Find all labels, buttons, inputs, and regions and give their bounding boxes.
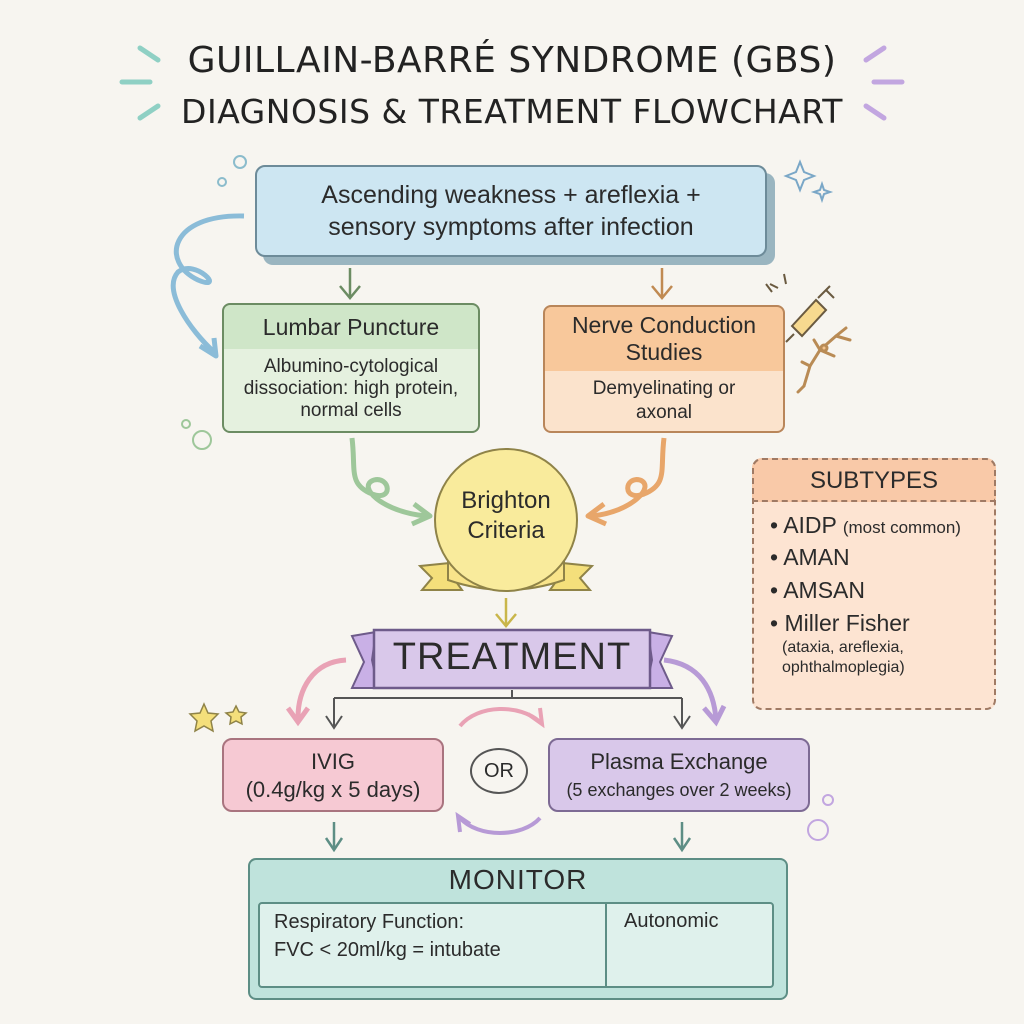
blue-swirl-arrow [170, 213, 245, 354]
symptoms-line-1: Ascending weakness + areflexia + [321, 181, 701, 209]
miller-fisher-note-2: ophthalmoplegia) [782, 659, 905, 676]
presenting-symptoms-box: Ascending weakness + areflexia + sensory… [255, 165, 767, 257]
arrows-to-monitor [324, 822, 692, 853]
subtype-amsan-name: AMSAN [783, 577, 865, 603]
treatment-branch-lines [325, 690, 691, 730]
neuron-icon [796, 326, 852, 394]
brighton-line-1: Brighton [461, 487, 551, 514]
ivig-dose: (0.4g/kg x 5 days) [245, 777, 421, 802]
autonomic-label: Autonomic [624, 910, 719, 932]
green-loop-arrow [349, 437, 427, 519]
miller-fisher-note-1: (ataxia, areflexia, [782, 639, 904, 656]
ivig-name: IVIG [310, 749, 355, 774]
subtype-aidp-note: (most common) [842, 518, 961, 537]
ncs-line-1: Demyelinating or [592, 378, 736, 399]
page-title: GUILLAIN-BARRÉ SYNDROME (GBS) [187, 40, 837, 81]
or-top-arrow [458, 707, 542, 728]
lumbar-puncture-title: Lumbar Puncture [222, 303, 480, 351]
plasma-dose: (5 exchanges over 2 weeks) [566, 780, 792, 800]
lp-line-3: normal cells [300, 400, 402, 421]
ivig-box: IVIG (0.4g/kg x 5 days) [222, 738, 444, 812]
plasma-name: Plasma Exchange [590, 749, 768, 774]
or-label: OR [470, 748, 528, 794]
pink-curve-arrow [295, 657, 347, 719]
symptoms-line-2: sensory symptoms after infection [328, 213, 694, 241]
purple-curve-arrow [663, 657, 719, 721]
nerve-conduction-findings: Demyelinating or axonal [543, 371, 785, 433]
subtype-aman-name: AMAN [783, 544, 850, 570]
treatment-label: TREATMENT [392, 636, 632, 678]
subtype-miller-fisher-name: Miller Fisher [784, 610, 910, 636]
ncs-title-1: Nerve Conduction [571, 312, 757, 338]
lp-line-1: Albumino-cytological [263, 356, 439, 377]
respiratory-function: Respiratory Function: FVC < 20ml/kg = in… [274, 908, 501, 964]
orange-loop-arrow [591, 437, 667, 519]
monitor-inner-panel [258, 902, 774, 988]
bubbles-decor [181, 155, 834, 841]
ncs-title-2: Studies [625, 339, 703, 365]
respiratory-line-2: FVC < 20ml/kg = intubate [274, 939, 501, 961]
title-sparkles-left [119, 45, 161, 121]
respiratory-line-1: Respiratory Function: [274, 911, 465, 933]
or-bottom-arrow [458, 816, 542, 835]
plasma-exchange-box: Plasma Exchange (5 exchanges over 2 week… [548, 738, 810, 812]
arrow-to-treatment [495, 598, 517, 628]
subtype-aman: • AMAN [770, 544, 850, 570]
treatment-banner [350, 628, 674, 690]
page-subtitle: DIAGNOSIS & TREATMENT FLOWCHART [181, 92, 843, 131]
lp-line-2: dissociation: high protein, [243, 378, 459, 399]
ncs-line-2: axonal [636, 402, 692, 423]
star-decor [188, 159, 834, 733]
subtype-aidp-name: AIDP [783, 512, 837, 538]
brighton-criteria-circle: Brighton Criteria [434, 448, 578, 592]
subtype-miller-fisher: • Miller Fisher [770, 610, 910, 636]
syringe-icon [765, 273, 835, 343]
monitor-title: MONITOR [448, 864, 588, 895]
nerve-conduction-title: Nerve Conduction Studies [543, 305, 785, 373]
brighton-line-2: Criteria [467, 517, 545, 544]
arrow-to-ncs [651, 268, 673, 300]
title-sparkles-right [863, 45, 905, 121]
subtype-aidp: • AIDP (most common) [770, 512, 961, 538]
monitor-divider [605, 904, 607, 986]
subtype-amsan: • AMSAN [770, 577, 865, 603]
lumbar-puncture-findings: Albumino-cytological dissociation: high … [222, 349, 480, 433]
arrow-to-lumbar [339, 268, 361, 300]
subtypes-title: SUBTYPES [752, 458, 996, 502]
